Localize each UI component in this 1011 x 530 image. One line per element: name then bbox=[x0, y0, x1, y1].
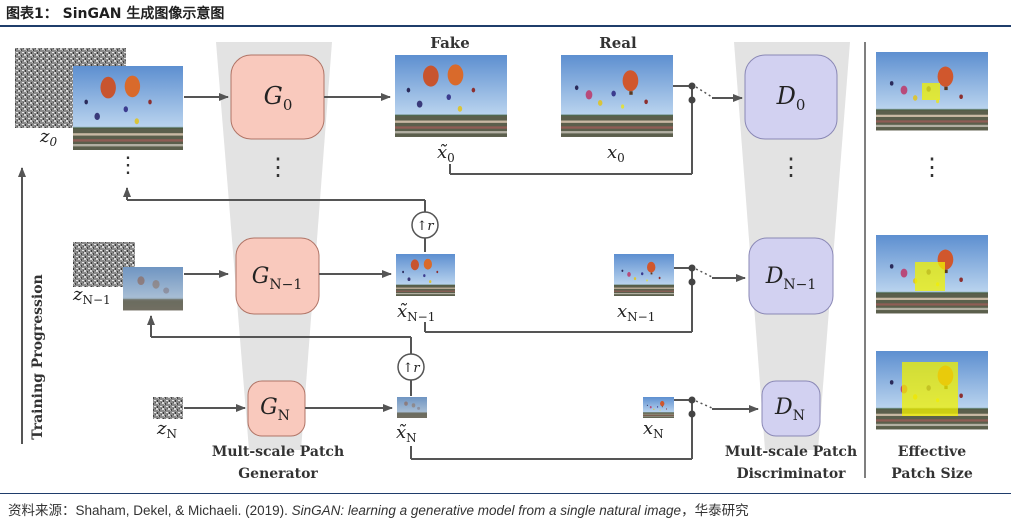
source-note: 资料来源：Shaham, Dekel, & Michaeli. (2019). … bbox=[8, 499, 749, 519]
footer-divider bbox=[0, 493, 1011, 494]
blank-image-scale0 bbox=[73, 66, 183, 150]
fake-label-N: x̃N bbox=[396, 422, 417, 445]
fake-image-N-1 bbox=[396, 254, 455, 296]
switch-dashes-2 bbox=[695, 400, 713, 409]
real-image-N-1 bbox=[614, 254, 674, 296]
discriminator-dN-1-label: DN−1 bbox=[765, 264, 817, 293]
generator-gN-label: GN bbox=[260, 395, 290, 424]
blurry-image-scaleN-1 bbox=[123, 267, 183, 311]
switch-dot-1b bbox=[688, 278, 696, 286]
fake-label-N-1: x̃N−1 bbox=[397, 301, 435, 324]
discriminator-dN-1 bbox=[748, 237, 834, 315]
fake-heading: Fake bbox=[430, 34, 470, 52]
real-label-N-1: xN−1 bbox=[617, 301, 655, 324]
generator-gN-1 bbox=[235, 237, 320, 315]
fake-label-0: x̃0 bbox=[437, 142, 455, 165]
generator-caption-line1: Mult-scale Patch bbox=[212, 444, 344, 460]
discriminator-caption-line2: Discriminator bbox=[736, 466, 846, 482]
noise-label-zN: zN bbox=[156, 418, 177, 441]
switch-dot-0b bbox=[688, 96, 696, 104]
real-label-0: x0 bbox=[607, 142, 625, 165]
upsample-label-1: ↑r bbox=[416, 219, 434, 234]
switch-dot-1a bbox=[688, 264, 696, 272]
figure-title: 图表1： SinGAN 生成图像示意图 bbox=[6, 6, 225, 22]
effective-caption-line1: Effective bbox=[898, 444, 967, 460]
fake-image-0 bbox=[395, 55, 507, 137]
source-paper-title: SinGAN: learning a generative model from… bbox=[291, 503, 682, 518]
switch-dot-2b bbox=[688, 410, 696, 418]
source-prefix: 资料来源：Shaham, Dekel, & Michaeli. (2019). bbox=[8, 503, 292, 518]
switch-dot-0a bbox=[688, 82, 696, 90]
fake-image-N bbox=[397, 397, 427, 418]
figure-header: 图表1： SinGAN 生成图像示意图 bbox=[0, 0, 1011, 27]
discriminator-d0 bbox=[744, 54, 838, 140]
patch-box-0 bbox=[922, 83, 940, 100]
upsample-label-2: ↑r bbox=[402, 361, 420, 376]
discriminator-dN bbox=[761, 380, 821, 437]
generator-caption-line2: Generator bbox=[238, 466, 318, 482]
source-suffix: ，华泰研究 bbox=[681, 503, 749, 518]
ellipsis-discriminator: ⋮ bbox=[779, 153, 803, 181]
real-image-N bbox=[643, 397, 674, 418]
patch-box-N bbox=[902, 362, 958, 416]
training-progression-label: Training Progression bbox=[30, 274, 46, 439]
generator-gN-1-label: GN−1 bbox=[252, 264, 302, 293]
patch-box-N-1 bbox=[915, 262, 945, 291]
noise-image-zN bbox=[153, 397, 183, 419]
switch-dashes-1 bbox=[695, 268, 713, 278]
discriminator-d0-label: D0 bbox=[776, 82, 806, 114]
noise-label-zN-1: zN−1 bbox=[72, 284, 111, 307]
ellipsis-generator: ⋮ bbox=[266, 153, 290, 181]
real-image-0 bbox=[561, 55, 673, 137]
switch-dot-2a bbox=[688, 396, 696, 404]
discriminator-caption-line1: Mult-scale Patch bbox=[725, 444, 857, 460]
ellipsis-left: ⋮ bbox=[117, 153, 139, 178]
effective-caption-line2: Patch Size bbox=[891, 466, 973, 482]
generator-g0-label: G0 bbox=[264, 82, 293, 114]
ellipsis-patch: ⋮ bbox=[920, 153, 944, 181]
noise-label-z0: z0 bbox=[39, 126, 57, 149]
real-heading: Real bbox=[599, 34, 637, 52]
header-divider bbox=[0, 25, 1011, 27]
real-label-N: xN bbox=[643, 418, 664, 441]
discriminator-dN-label: DN bbox=[774, 395, 805, 424]
switch-dashes-0 bbox=[695, 86, 713, 98]
